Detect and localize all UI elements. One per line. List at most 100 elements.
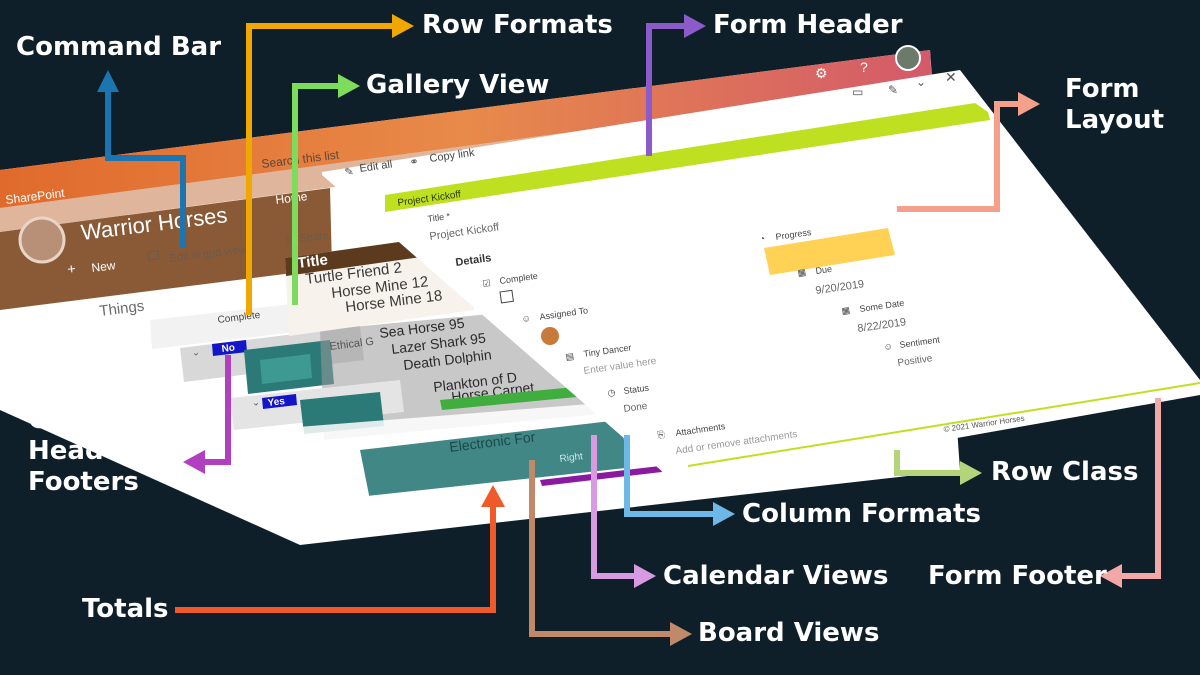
link-icon: ⚭	[409, 156, 420, 169]
calendar-icon: ▦	[797, 267, 807, 278]
group-header-yes-label: Yes	[267, 396, 286, 409]
callout-totals: Totals	[82, 594, 169, 624]
board-views-arrow	[529, 460, 672, 637]
gallery-view-arrowhead	[338, 74, 360, 98]
user-avatar[interactable]	[895, 45, 921, 71]
form-header-arrow	[646, 23, 686, 156]
totals-row	[330, 460, 706, 540]
column-formats-arrow	[624, 435, 715, 517]
form-footer-arrow	[1120, 398, 1161, 579]
callout-form-layout-line-1: Form	[1065, 74, 1140, 104]
gallery-view-arrow	[292, 83, 340, 305]
group-headers-arrowhead	[183, 450, 205, 474]
tiny-dancer-icon: ▤	[565, 351, 575, 362]
chevron-down-icon[interactable]: ⌄	[251, 397, 261, 409]
grid-icon	[147, 250, 160, 261]
details-label: Details	[455, 252, 492, 269]
list-col-label: Ethical G	[329, 336, 375, 353]
calendar-icon: ▦	[841, 305, 851, 316]
status-icon: ◷	[607, 387, 616, 398]
form-header-arrowhead	[684, 14, 706, 38]
suite-controls: ⚙ ?	[815, 45, 921, 81]
callout-calendar-views: Calendar Views	[663, 561, 889, 591]
due-label: Due	[815, 264, 833, 276]
share-button[interactable]: Share	[299, 229, 330, 244]
totals-bar	[540, 466, 662, 486]
board-views-arrowhead	[670, 622, 692, 646]
callout-form-header: Form Header	[713, 10, 903, 40]
site-avatar	[18, 216, 66, 264]
checkbox-icon: ☑	[482, 278, 491, 289]
status-value[interactable]: Done	[623, 401, 649, 415]
group-header-no[interactable]	[212, 340, 247, 356]
callout-group-headers-line-1: Group	[28, 405, 118, 435]
chevron-down-icon[interactable]: ⌄	[191, 347, 201, 359]
command-bar-arrowhead	[97, 70, 119, 92]
form-header-bar	[385, 103, 990, 212]
row-formats-arrow	[246, 23, 394, 315]
board-card-sub: Right	[559, 451, 584, 465]
row-class-arrow	[894, 450, 962, 476]
person-icon: ☺	[521, 313, 532, 324]
comment-icon[interactable]: ▭	[852, 85, 863, 99]
help-icon[interactable]: ?	[860, 59, 868, 75]
callout-command-bar: Command Bar	[16, 32, 222, 62]
row-formats-arrowhead	[392, 14, 414, 38]
edit-icon[interactable]: ✎	[888, 83, 898, 97]
calendar-views-arrowhead	[634, 564, 656, 588]
progress-bar	[764, 228, 895, 275]
callout-group-headers-line-2: Headers &	[28, 436, 182, 467]
callout-form-footer: Form Footer	[928, 561, 1107, 591]
group-header-yes[interactable]	[262, 394, 297, 409]
status-label: Status	[623, 382, 650, 396]
gallery-thumb-1-inner	[260, 354, 312, 384]
callout-form-layout-line-2: Layout	[1065, 105, 1165, 136]
complete-checkbox[interactable]	[499, 289, 514, 304]
assigned-avatar[interactable]	[541, 327, 559, 345]
close-icon[interactable]: ✕	[945, 69, 957, 85]
sentiment-icon: ☺	[883, 341, 894, 352]
row-class-arrowhead	[960, 461, 982, 485]
calendar-views-arrow	[591, 435, 636, 579]
totals-arrowhead	[481, 485, 505, 507]
callout-board-views: Board Views	[698, 618, 880, 648]
settings-icon[interactable]: ⚙	[815, 65, 828, 81]
callout-column-formats: Column Formats	[742, 499, 981, 529]
group-headers-arrow	[203, 355, 231, 465]
paperclip-icon: ⎘	[657, 429, 666, 440]
plus-icon: +	[66, 260, 76, 277]
form-layout-arrowhead	[1018, 92, 1040, 116]
form-footer-line	[687, 382, 1200, 467]
callout-row-class: Row Class	[991, 457, 1139, 487]
column-header-row	[150, 302, 312, 349]
callout-group-headers-footers: Group Headers & Footers	[28, 405, 181, 499]
new-button[interactable]: New	[91, 258, 117, 275]
progress-icon: ◔	[759, 233, 766, 244]
callout-group-headers-line-3: Footers	[28, 467, 139, 498]
suite-band	[0, 50, 932, 208]
form-layout-arrow	[897, 101, 1020, 212]
command-bar-arrow	[105, 90, 186, 248]
chevron-down-icon[interactable]: ⌄	[916, 75, 926, 89]
share-icon: ⇪	[283, 234, 294, 247]
board-card	[360, 420, 630, 500]
group-header-no-label: No	[221, 342, 236, 355]
title-label: Title *	[427, 211, 451, 224]
callout-gallery-view: Gallery View	[366, 70, 550, 100]
gallery-header-label: Title	[296, 251, 328, 272]
edit-all-button[interactable]: Edit all	[359, 158, 393, 174]
totals-arrow	[175, 505, 496, 613]
callout-form-layout: Form Layout	[1065, 74, 1164, 136]
callout-row-formats: Row Formats	[422, 10, 613, 40]
progress-row-bar	[440, 386, 587, 410]
form-panel: ▭ ✎ ⌄ ✕ ✎ Edit all ⚭ Copy link Project K…	[322, 69, 1200, 487]
list-title: Things	[98, 298, 145, 320]
sentiment-value[interactable]: Positive	[897, 353, 934, 369]
form-footer-arrowhead	[1100, 564, 1122, 588]
nav-home[interactable]: Home	[275, 189, 309, 207]
column-formats-arrowhead	[713, 502, 735, 526]
new-button-bg[interactable]	[50, 250, 142, 285]
